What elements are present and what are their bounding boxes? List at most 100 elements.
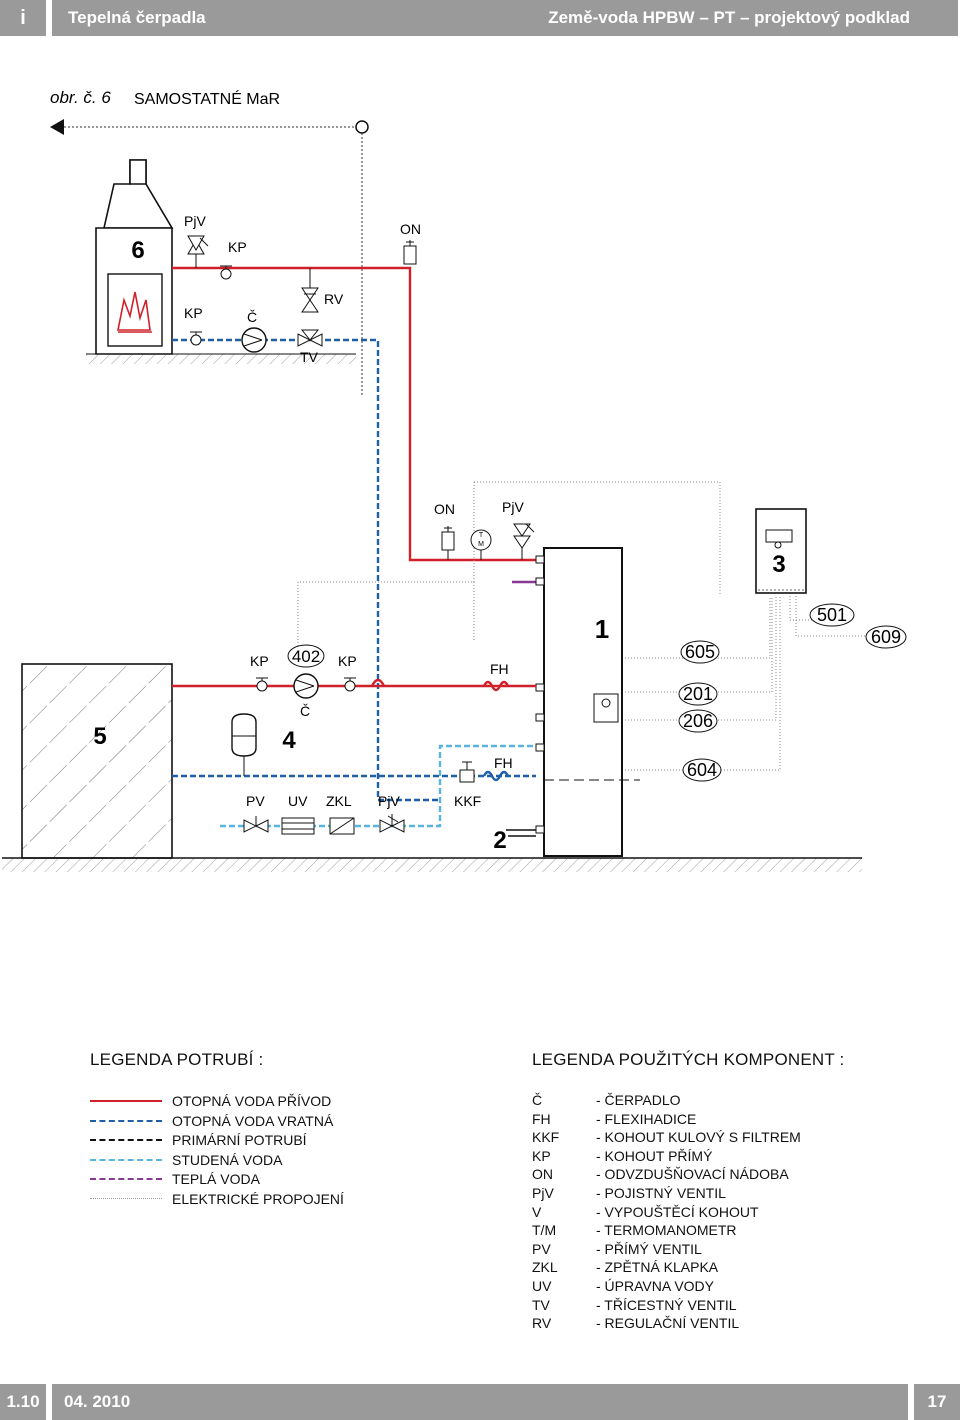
component-desc: - REGULAČNÍ VENTIL [596,1315,740,1332]
fireplace-number: 6 [131,237,144,264]
footer-date: 04. 2010 [64,1392,131,1411]
svg-text:501: 501 [817,605,847,625]
pipe-legend-swatch [90,1197,162,1199]
arrow-left-icon [50,119,64,135]
svg-text:KP: KP [250,653,269,669]
source-5: 5 [21,663,173,859]
component-abbr: PV [532,1240,551,1257]
footer-bar: 04. 2010 [52,1384,908,1420]
controller-3: 3 [755,508,807,594]
fireplace-return-pipe [172,338,440,802]
svg-text:Č: Č [300,703,310,719]
fp-tv: TV [297,329,323,365]
svg-text:PjV: PjV [502,499,524,515]
svg-text:KP: KP [184,305,203,321]
page-footer: 1.10 04. 2010 17 [0,1384,960,1420]
header-subtitle: Země-voda HPBW – PT – projektový podklad [548,8,910,27]
pipe-legend-swatch [90,1158,162,1161]
pipe-legend-swatch [90,1100,162,1102]
component-desc: - ZPĚTNÁ KLAPKA [596,1259,719,1276]
svg-text:FH: FH [490,661,509,677]
svg-text:PjV: PjV [378,793,400,809]
fh-top: FH [482,661,510,692]
svg-text:ON: ON [400,221,421,237]
info-icon-letter: i [20,7,26,29]
pipe-legend-swatch [90,1119,162,1122]
component-abbr: FH [532,1110,551,1127]
component-abbr: ZKL [532,1259,558,1276]
top-on: ON [434,501,455,560]
expansion-4: 4 [231,713,296,776]
tap-2: 2 [493,827,536,854]
svg-text:ON: ON [434,501,455,517]
pipe-legend-label: STUDENÁ VODA [172,1151,283,1168]
fp-pjv: PjV [184,213,209,268]
page-header: i Tepelná čerpadla Země-voda HPBW – PT –… [0,0,960,36]
component-desc: - TERMOMANOMETR [596,1222,737,1239]
svg-text:402: 402 [292,647,320,666]
footer-page: 17 [914,1384,960,1420]
fireplace-6: 6 [86,159,356,364]
component-abbr: UV [532,1278,552,1294]
svg-text:4: 4 [282,727,296,754]
svg-text:TV: TV [300,349,319,365]
figure-title: SAMOSTATNÉ MaR [134,89,280,108]
svg-text:M: M [478,541,484,548]
pipe-legend-title: LEGENDA POTRUBÍ : [90,1050,264,1069]
component-desc: - ODVZDUŠŇOVACÍ NÁDOBA [596,1166,789,1183]
svg-text:5: 5 [93,723,106,750]
fireplace-supply-pipe [172,266,412,395]
svg-text:2: 2 [493,827,506,854]
svg-text:UV: UV [288,793,308,809]
kp-a: KP [250,653,269,692]
fp-on: ON [400,221,421,265]
svg-text:KP: KP [228,239,247,255]
component-desc: - POJISTNÝ VENTIL [596,1185,726,1201]
component-desc: - TŘÍCESTNÝ VENTIL [596,1296,737,1313]
svg-text:T: T [479,532,484,539]
svg-text:PjV: PjV [184,213,206,229]
pipe-legend-label: PRIMÁRNÍ POTRUBÍ [172,1132,307,1148]
top-pjv: PjV [502,499,535,560]
component-desc: - FLEXIHADICE [596,1110,697,1127]
footer-section: 1.10 [0,1384,46,1420]
component-abbr: RV [532,1315,552,1332]
heating-schematic: obr. č. 6 SAMOSTATNÉ MaR 6 PjV KP [2,88,907,872]
figure-number: obr. č. 6 [50,88,111,107]
termomanometer: T M [470,529,492,560]
pipe-legend-label: OTOPNÁ VODA PŘÍVOD [172,1093,332,1109]
svg-text:ZKL: ZKL [326,793,352,809]
kp-b: KP [338,653,357,692]
info-icon: i [0,0,46,36]
fp-kp2: KP [184,305,203,346]
component-desc: - KOHOUT PŘÍMÝ [596,1147,713,1164]
component-abbr: PjV [532,1185,554,1201]
fp-rv: RV [301,268,344,313]
sensor-labels: 501 609 605 201 206 604 [678,603,907,782]
pipe-legend-label: ELEKTRICKÉ PROPOJENÍ [172,1190,344,1207]
kkf: KKF [454,761,481,809]
tank-supply-pipe [408,395,536,562]
fp-pump-c: Č [241,309,267,353]
electrical-wiring [297,481,880,771]
svg-text:206: 206 [683,711,713,731]
svg-text:RV: RV [324,291,344,307]
pipe-legend-label: OTOPNÁ VODA VRATNÁ [172,1112,334,1129]
component-desc: - PŘÍMÝ VENTIL [596,1240,702,1257]
fh-bottom: FH [482,755,513,782]
pipe-legend-swatch [90,1178,162,1180]
tank-1: 1 [535,547,640,857]
svg-text:3: 3 [772,551,785,578]
flame-icon [117,291,151,331]
control-line [50,119,369,395]
svg-text:1: 1 [595,614,609,644]
svg-text:201: 201 [683,684,713,704]
svg-text:PV: PV [246,793,265,809]
cold-fittings: PV UV ZKL PjV [243,793,405,835]
component-desc: - ÚPRAVNA VODY [596,1278,714,1294]
svg-text:604: 604 [687,760,717,780]
ground [2,858,862,872]
svg-text:Č: Č [247,309,257,325]
component-abbr: TV [532,1296,550,1313]
svg-text:605: 605 [685,642,715,662]
